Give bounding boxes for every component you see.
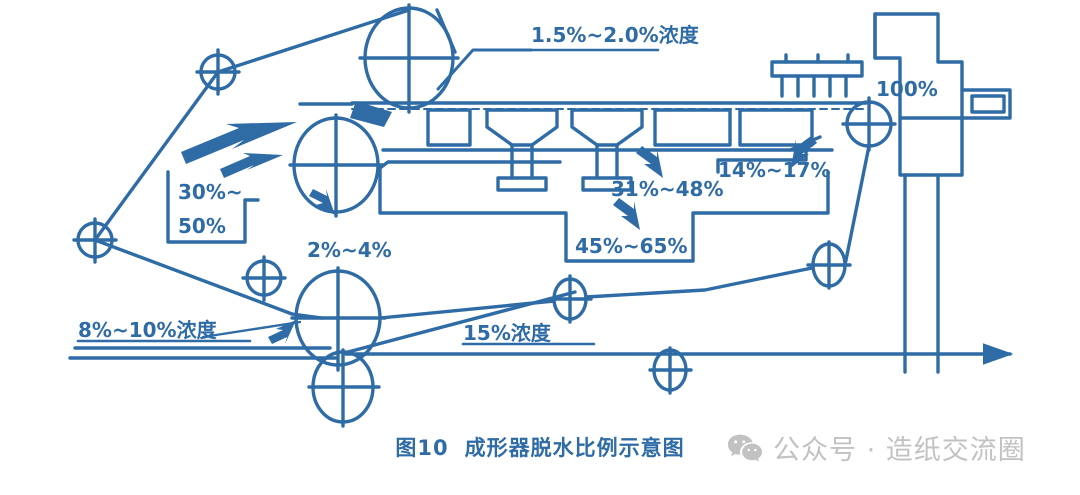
- forming-table-deck: [350, 101, 868, 110]
- flat-box-2: [738, 108, 814, 147]
- roller-top-left-small: [195, 48, 241, 96]
- forming-board-box: [426, 108, 472, 147]
- watermark: 公众号 · 造纸交流圈: [727, 428, 1026, 467]
- figure-caption: 图10 成形器脱水比例示意图: [0, 432, 1080, 462]
- machine-housing-right: [873, 12, 1012, 374]
- roller-top-large: [358, 3, 460, 114]
- roller-lower-left-small: [241, 255, 287, 302]
- watermark-text: 公众号 · 造纸交流圈: [773, 435, 1026, 466]
- dewatering-pan-center: [378, 160, 830, 263]
- label-total-share: 100%: [876, 77, 938, 101]
- label-forming-board-share: 2%~4%: [307, 238, 392, 262]
- white-water-lines: [68, 290, 1014, 365]
- wechat-icon: [727, 434, 763, 461]
- label-white-water-consistency: 8%~10%浓度: [78, 318, 218, 342]
- roller-left-mid-small: [72, 217, 118, 264]
- roller-breast: [288, 113, 385, 218]
- suction-comb-header: [770, 53, 864, 98]
- label-underlines: [76, 48, 660, 346]
- label-flat-box-share: 45%~65%: [575, 234, 688, 258]
- flow-arrows: [181, 122, 817, 344]
- label-headbox-consistency: 1.5%~2.0%浓度: [531, 23, 700, 47]
- label-couch-share: 14%~17%: [718, 158, 831, 182]
- label-breast-roll-share-line1: 30%~: [178, 180, 243, 204]
- saveall-pit-left: [166, 170, 260, 244]
- figure-title: 成形器脱水比例示意图: [464, 436, 685, 460]
- roller-guide-mid-bottom: [548, 274, 593, 324]
- label-recirculation-consistency: 15%浓度: [463, 321, 552, 345]
- label-suction-box-share: 31%~48%: [611, 177, 724, 201]
- label-breast-roll-share-line2: 50%: [178, 214, 226, 238]
- roller-couch-right: [841, 96, 897, 152]
- roller-bottom-lowest: [307, 348, 381, 428]
- figure-number: 图10: [395, 436, 449, 460]
- wire-loop-outer: [93, 8, 457, 316]
- slice-jet-wedge: [298, 101, 392, 127]
- flat-box-1: [653, 108, 732, 147]
- headbox-leader-line: [436, 48, 533, 91]
